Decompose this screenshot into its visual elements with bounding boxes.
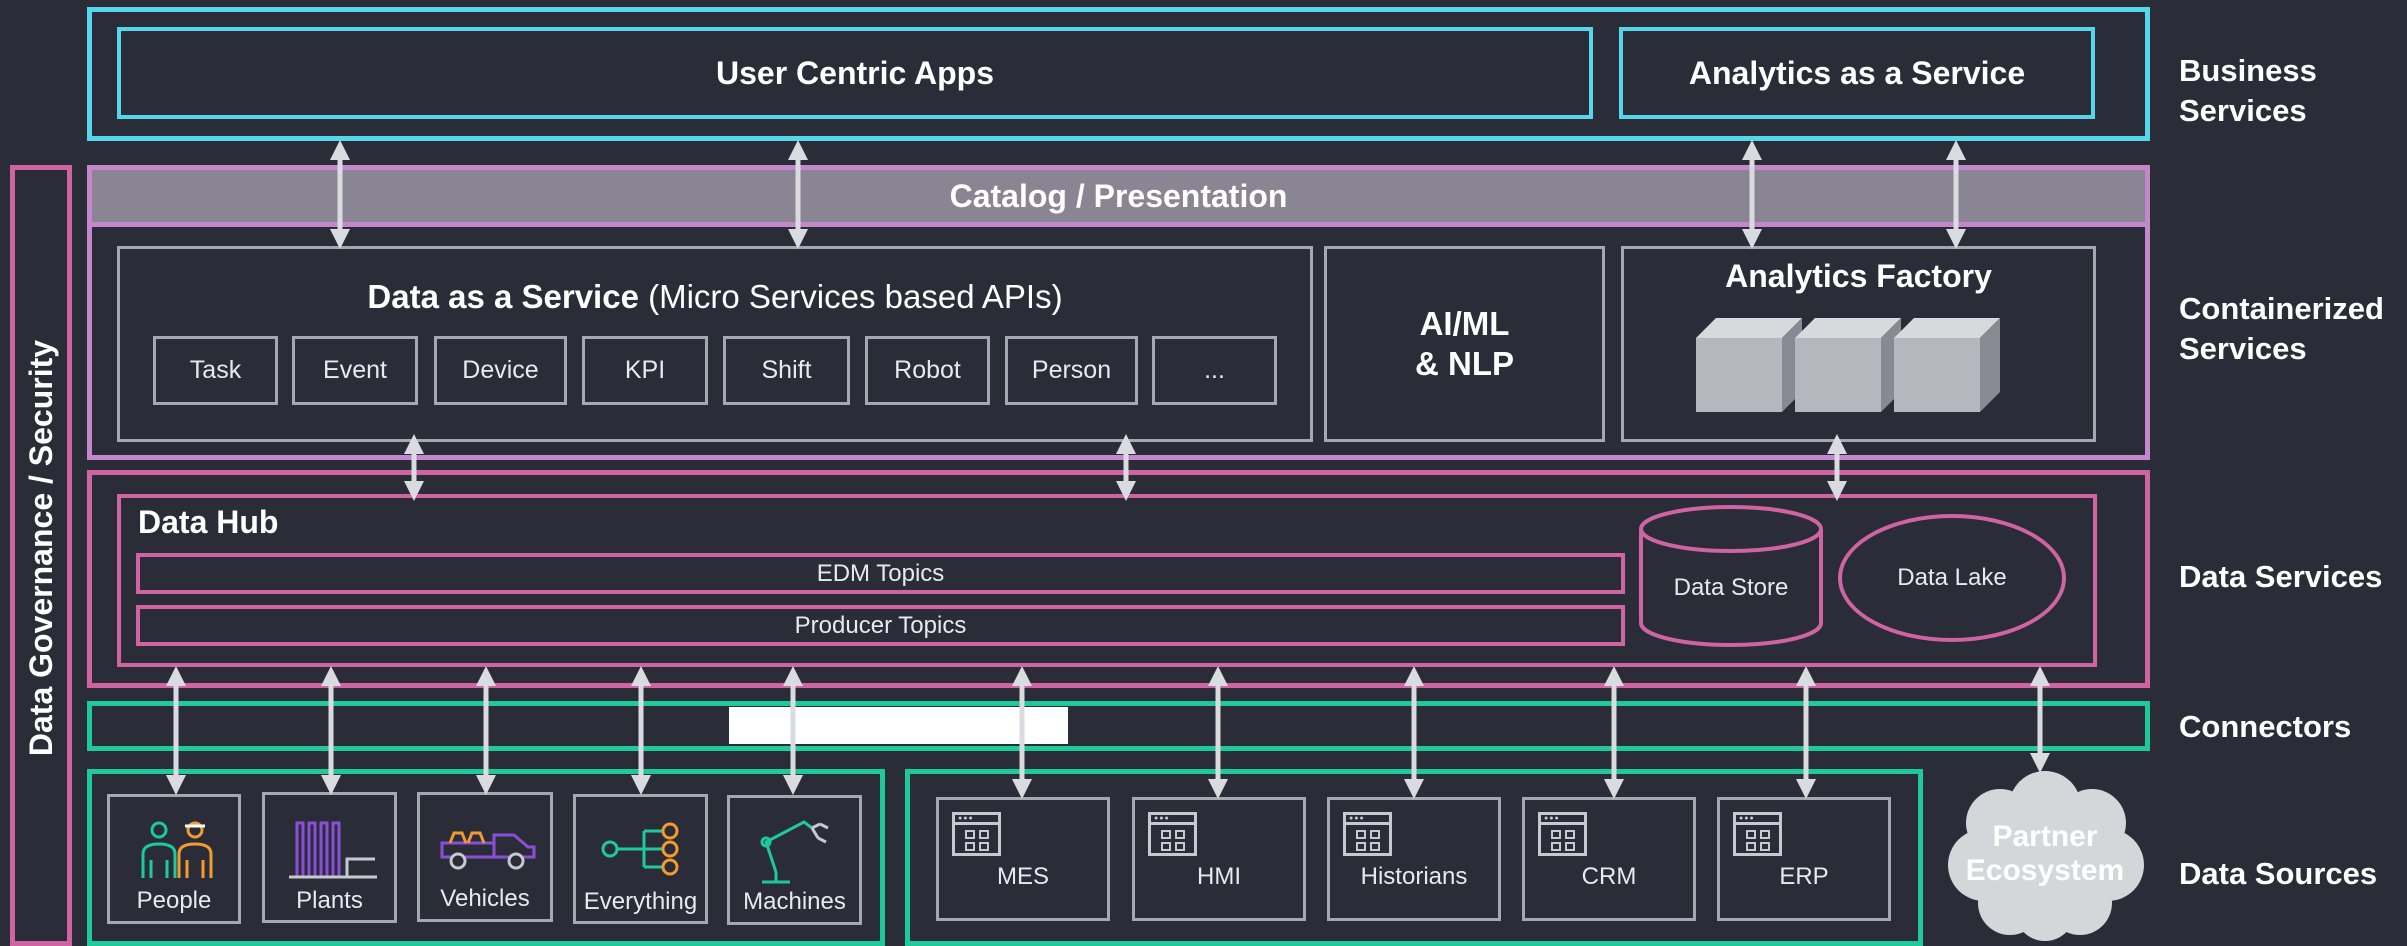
people-icon xyxy=(141,821,213,878)
crm-app-icon: ●●● xyxy=(1538,812,1587,856)
chip-person: Person xyxy=(1005,336,1138,405)
source-people-label: People xyxy=(136,887,212,914)
chip-more: ... xyxy=(1152,336,1277,405)
layer-label-data-services: Data Services xyxy=(2179,559,2383,594)
truck-icon xyxy=(440,831,536,870)
layer-label-connectors: Connectors xyxy=(2179,709,2352,744)
governance-bar xyxy=(10,165,72,946)
ai-ml-line1: AI/ML xyxy=(1419,305,1510,342)
partner-ecosystem-label: Partner Ecosystem xyxy=(1940,812,2150,896)
daas-title-bold: Data as a Service xyxy=(367,278,639,315)
partner-line1: Partner xyxy=(1992,820,2098,853)
daas-title-rest: (Micro Services based APIs) xyxy=(638,278,1063,315)
source-mes-label: MES xyxy=(996,863,1049,890)
source-historians-label: Historians xyxy=(1360,863,1468,890)
ai-ml-line2: & NLP xyxy=(1415,345,1514,382)
layer-label-business-services: Business Services xyxy=(2179,51,2317,131)
chip-task: Task xyxy=(153,336,278,405)
source-vehicles-label: Vehicles xyxy=(440,885,530,912)
source-crm-label: CRM xyxy=(1581,863,1637,890)
ai-ml-nlp-box: AI/ML & NLP xyxy=(1324,246,1605,442)
data-as-a-service-title: Data as a Service (Micro Services based … xyxy=(120,278,1310,316)
user-centric-apps-box: User Centric Apps xyxy=(117,27,1593,119)
analytics-factory-box xyxy=(1621,246,2096,442)
partner-line2: Ecosystem xyxy=(1965,854,2125,887)
data-store-label: Data Store xyxy=(1673,574,1789,601)
network-icon xyxy=(601,822,679,876)
layer-label-containerized-services: Containerized Services xyxy=(2179,289,2384,369)
source-erp-label: ERP xyxy=(1779,863,1829,890)
analytics-factory-title: Analytics Factory xyxy=(1725,258,1992,294)
containerized-line1: Containerized xyxy=(2179,291,2384,326)
source-everything-label: Everything xyxy=(583,888,698,915)
cloud-icon xyxy=(1948,771,2144,941)
source-machines-label: Machines xyxy=(743,888,846,915)
data-lake-oval: Data Lake xyxy=(1838,514,2066,642)
source-everything: Everything xyxy=(573,794,708,924)
connectors-frame xyxy=(87,701,2150,751)
data-as-a-service-box xyxy=(117,246,1313,442)
analytics-as-a-service-box: Analytics as a Service xyxy=(1619,27,2095,119)
data-hub-title: Data Hub xyxy=(138,504,279,540)
data-hub-box xyxy=(117,494,2097,667)
hmi-app-icon: ●●● xyxy=(1148,812,1197,856)
plants-icon xyxy=(289,821,377,879)
cube-3 xyxy=(1894,318,2000,412)
source-plants-label: Plants xyxy=(296,887,363,914)
containerized-line2: Services xyxy=(2179,331,2307,366)
business-line1: Business xyxy=(2179,53,2317,88)
edm-topics-bar: EDM Topics xyxy=(136,553,1625,594)
layer-label-data-sources: Data Sources xyxy=(2179,856,2378,891)
catalog-presentation-bar: Catalog / Presentation xyxy=(92,170,2145,222)
chip-robot: Robot xyxy=(865,336,990,405)
mes-app-icon: ●●● xyxy=(952,812,1001,856)
chip-kpi: KPI xyxy=(582,336,708,405)
business-line2: Services xyxy=(2179,93,2307,128)
source-people: People xyxy=(107,794,241,924)
source-erp: ●●● ERP xyxy=(1717,797,1891,921)
chip-event: Event xyxy=(292,336,418,405)
chip-shift: Shift xyxy=(723,336,850,405)
historians-app-icon: ●●● xyxy=(1343,812,1392,856)
robot-arm-icon xyxy=(760,820,829,884)
catalog-divider xyxy=(92,222,2145,227)
source-machines: Machines xyxy=(727,795,862,925)
cube-2 xyxy=(1795,318,1901,412)
container-cubes-icon xyxy=(1696,318,2000,412)
chip-device: Device xyxy=(434,336,567,405)
data-store-icon xyxy=(1639,505,1823,647)
source-crm: ●●● CRM xyxy=(1522,797,1696,921)
erp-app-icon: ●●● xyxy=(1733,812,1782,856)
producer-topics-bar: Producer Topics xyxy=(136,605,1625,646)
source-plants: Plants xyxy=(262,792,397,923)
business-services-frame xyxy=(87,7,2150,141)
source-hmi-label: HMI xyxy=(1197,863,1241,890)
